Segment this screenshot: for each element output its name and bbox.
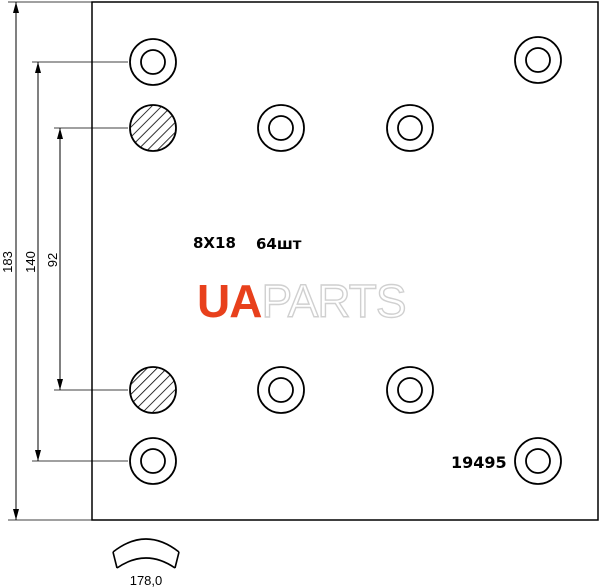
rivet-spec-label: 8X18 [193,234,236,252]
dimension-92-label: 92 [45,253,60,267]
dimension-183-label: 183 [0,251,15,273]
hole-bottom-right [514,437,562,485]
hole-top-right [514,36,562,84]
hatched-hole-lower [129,366,177,414]
dimension-92: 92 [45,127,128,391]
hole-bottom-left [129,437,177,485]
lining-plate-outline [91,1,599,521]
dimension-183: 183 [0,1,92,521]
hole-upper-middle-1 [257,104,305,152]
arc-radius-label: 178,0 [130,573,163,588]
logo-parts: PARTS [261,275,405,327]
dimension-140-label: 140 [23,251,38,273]
svg-text:UAPARTS: UAPARTS [197,275,406,327]
rivet-quantity-label: 64шт [256,235,302,253]
uaparts-logo: UAPARTS [197,274,407,327]
arc-radius-symbol: 178,0 [112,538,180,588]
hole-upper-middle-2 [386,104,434,152]
logo-ua: UA [197,275,261,327]
hole-lower-middle-1 [257,366,305,414]
hole-lower-middle-2 [386,366,434,414]
hole-top-left [129,38,177,86]
part-number: 19495 [451,453,507,472]
hatched-hole-upper [129,104,177,152]
dimension-140: 140 [23,61,128,462]
